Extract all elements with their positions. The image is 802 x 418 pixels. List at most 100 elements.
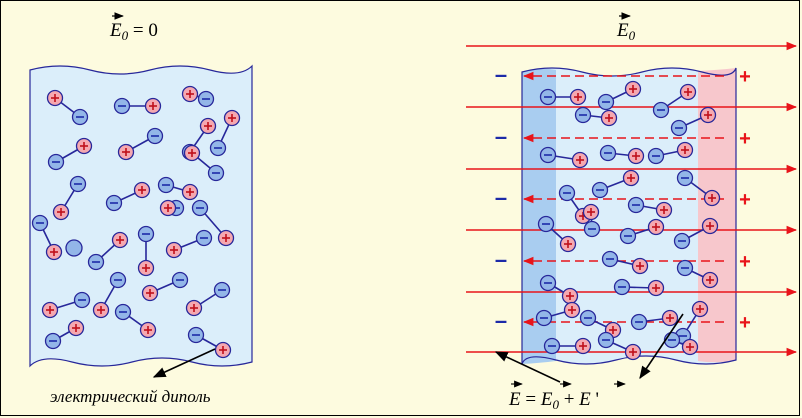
positive-charge <box>681 338 699 356</box>
negative-charge <box>109 271 127 289</box>
dipole-pointer-arrow <box>152 348 216 378</box>
negative-charge <box>601 250 619 268</box>
dipole <box>543 337 592 355</box>
positive-charge <box>52 203 70 221</box>
dipole <box>599 144 645 165</box>
dipole-caption: электрический диполь <box>50 387 211 406</box>
surface-charge-negative: – <box>495 308 507 333</box>
negative-charge <box>539 274 557 292</box>
dipole <box>47 137 93 171</box>
dipole <box>137 225 155 277</box>
positive-charge <box>647 218 665 236</box>
right-field-title: E0 <box>616 12 636 43</box>
surface-charge-positive: + <box>739 189 751 211</box>
dipole <box>630 309 679 331</box>
dipole <box>676 169 721 207</box>
dipole <box>582 203 601 238</box>
molecule <box>65 239 83 257</box>
dipole <box>619 218 665 245</box>
negative-charge <box>187 326 205 344</box>
negative-charge <box>213 281 231 299</box>
dipole <box>209 109 241 157</box>
positive-charge <box>701 271 719 289</box>
positive-charge <box>569 88 587 106</box>
dipole <box>117 127 164 161</box>
dipoles-left <box>31 85 241 359</box>
svg-text:E0 = 0: E0 = 0 <box>109 20 158 43</box>
surface-charge-positive: + <box>739 128 751 150</box>
negative-charge <box>613 278 631 296</box>
positive-charge <box>181 85 199 103</box>
dipole <box>41 291 91 319</box>
dipole <box>141 271 189 302</box>
positive-charge <box>622 169 640 187</box>
negative-charge <box>543 337 561 355</box>
positive-charge <box>624 343 642 361</box>
surface-charge-positive: + <box>739 312 751 334</box>
positive-charge <box>133 181 151 199</box>
surface-charge-negative: – <box>495 124 507 149</box>
dipole <box>601 250 649 275</box>
negative-charge <box>652 101 670 119</box>
dipole <box>92 271 127 319</box>
negative-charge <box>597 93 615 111</box>
dipole <box>537 215 577 253</box>
dipole <box>597 80 642 111</box>
dipole <box>183 144 225 182</box>
positive-charge <box>571 151 589 169</box>
negative-charge <box>87 253 105 271</box>
negative-charge <box>670 119 688 137</box>
positive-charge <box>217 229 235 247</box>
surface-charges: –+–+–+–+–+ <box>495 62 751 334</box>
negative-charge <box>171 271 189 289</box>
formula-pointer-arrow-right <box>639 313 684 380</box>
dipole <box>105 181 151 212</box>
positive-charge <box>627 147 645 165</box>
dipole <box>676 259 719 289</box>
negative-charge <box>673 232 691 250</box>
positive-charge <box>165 241 183 259</box>
positive-charge <box>661 309 679 327</box>
positive-charge <box>117 143 135 161</box>
positive-charge <box>67 319 85 337</box>
negative-charge <box>583 220 601 238</box>
svg-text:E = E0 + E ': E = E0 + E ' <box>508 389 599 412</box>
negative-charge <box>539 88 557 106</box>
dipole <box>157 176 199 201</box>
negative-charge <box>105 194 123 212</box>
dipole <box>44 319 85 350</box>
dipole <box>535 301 581 327</box>
negative-charge <box>44 332 62 350</box>
positive-charge <box>41 301 59 319</box>
positive-charge <box>582 203 600 221</box>
positive-charge <box>111 231 129 249</box>
negative-charge <box>663 331 681 349</box>
dipole <box>663 331 699 356</box>
negative-charge <box>630 313 648 331</box>
positive-charge <box>703 189 721 207</box>
negative-charge <box>137 225 155 243</box>
positive-charge <box>46 89 64 107</box>
negative-charge <box>113 97 131 115</box>
dipole <box>591 169 640 199</box>
positive-charge <box>223 109 241 127</box>
negative-charge <box>197 90 215 108</box>
positive-charge <box>631 257 649 275</box>
negative-charge <box>535 309 553 327</box>
positive-charge <box>624 80 642 98</box>
negative-charge <box>31 214 49 232</box>
positive-charge <box>144 97 162 115</box>
dipole <box>185 281 231 317</box>
negative-charge <box>579 309 597 327</box>
dipole <box>647 141 694 165</box>
dipole <box>539 274 579 305</box>
positive-charge <box>676 141 694 159</box>
positive-charge <box>199 117 217 135</box>
left-field-title: E0 = 0 <box>109 12 158 43</box>
positive-charge <box>647 279 665 297</box>
negative-charge <box>574 106 592 124</box>
negative-charge <box>591 181 609 199</box>
negative-charge <box>114 303 132 321</box>
